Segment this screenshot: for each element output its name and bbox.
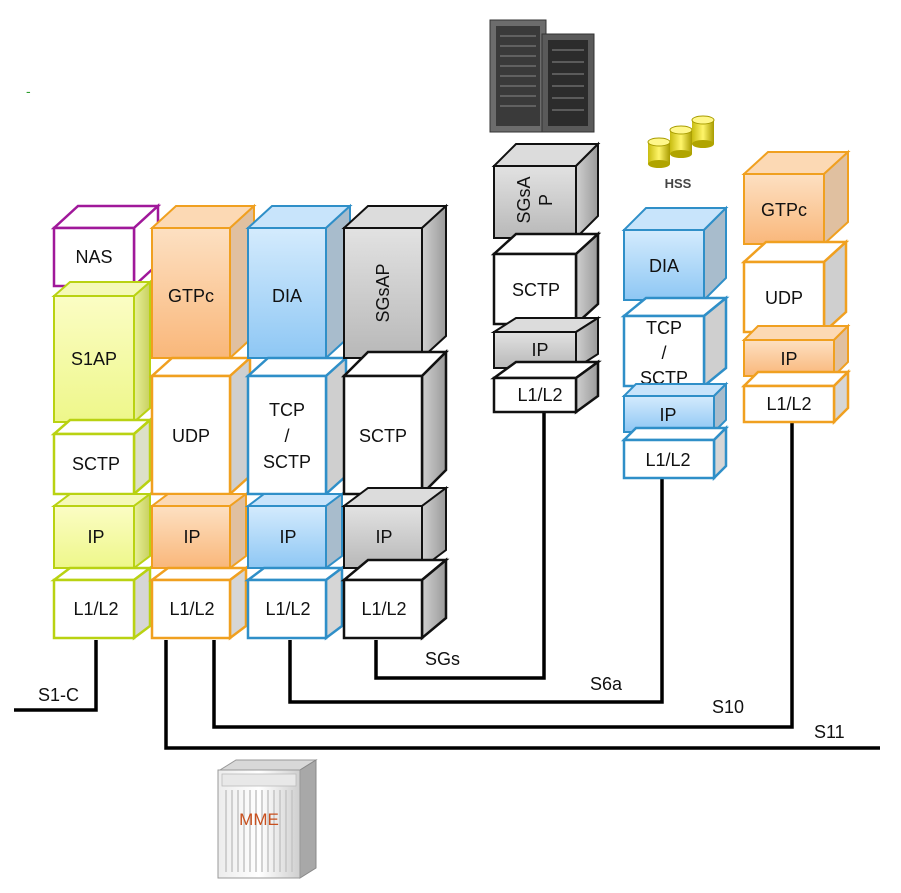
stack-sgsap: SGsAP SCTP IP L1/L2 xyxy=(340,203,450,641)
block-msc-sgsap: SGsA P xyxy=(491,141,601,241)
block-dia-ip: IP xyxy=(245,492,345,570)
nas-label: NAS xyxy=(75,247,112,267)
hss-tcp-slash: / xyxy=(661,343,666,363)
msc-sgsap-label-line2: P xyxy=(536,194,556,206)
hss-tcp-label: TCP xyxy=(646,318,682,338)
mme-label: MME xyxy=(239,810,279,829)
stack-s1c: NAS S1AP SCTP IP L1/L2 xyxy=(50,203,162,641)
stack-hss: DIA TCP / SCTP IP L1/L2 xyxy=(620,205,730,482)
interface-s6a-label: S6a xyxy=(590,674,623,694)
block-gtpc-l1l2: L1/L2 xyxy=(148,565,250,641)
mme-udp-label: UDP xyxy=(172,426,210,446)
mme-dia-ip-label: IP xyxy=(279,527,296,547)
mme-sgsap-label: SGsAP xyxy=(373,263,393,322)
mme-chassis-icon: MME xyxy=(217,759,318,879)
sgs-wire xyxy=(374,413,546,680)
hss-dia-label: DIA xyxy=(649,256,679,276)
hss-l1l2-label: L1/L2 xyxy=(645,450,690,470)
interface-s11-label: S11 xyxy=(814,722,845,742)
mme-gtpc-ip-label: IP xyxy=(183,527,200,547)
block-gtpc-ip: IP xyxy=(149,492,249,570)
block-udp: UDP xyxy=(148,355,254,497)
mme-tcp-sctp-label: SCTP xyxy=(263,452,311,472)
interface-s1c-label: S1-C xyxy=(38,685,79,705)
block-dia-l1l2: L1/L2 xyxy=(244,565,346,641)
sgw-gtpc-label: GTPc xyxy=(761,200,807,220)
s1c-ip-label: IP xyxy=(87,527,104,547)
block-sgw-ip: IP xyxy=(741,323,851,379)
msc-sctp-label: SCTP xyxy=(512,280,560,300)
hss-database-icon xyxy=(647,115,715,168)
stack-msc: SGsA P SCTP IP L1/L2 xyxy=(490,141,602,415)
mme-gtpc-l1l2-label: L1/L2 xyxy=(169,599,214,619)
block-nas: NAS xyxy=(50,203,162,289)
mme-dia-l1l2-label: L1/L2 xyxy=(265,599,310,619)
s1c-sctp-label: SCTP xyxy=(72,454,120,474)
mme-gtpc-label: GTPc xyxy=(168,286,214,306)
stack-sgw: GTPc UDP IP L1/L2 xyxy=(740,149,852,426)
s6a-wire xyxy=(288,478,664,704)
block-sgsap: SGsAP xyxy=(341,203,449,361)
block-gtpc: GTPc xyxy=(149,203,257,361)
block-msc-ip: IP xyxy=(490,316,602,370)
block-dia: DIA xyxy=(245,203,353,361)
sgw-ip-label: IP xyxy=(780,349,797,369)
s1c-l1l2-label: L1/L2 xyxy=(73,599,118,619)
s11-wire xyxy=(164,640,880,750)
green-dash-mark: - xyxy=(26,83,31,99)
block-msc-l1l2: L1/L2 xyxy=(490,359,602,415)
s1c-wire xyxy=(14,640,98,712)
hss-ip-label: IP xyxy=(659,405,676,425)
block-sgsap-sctp: SCTP xyxy=(340,348,450,498)
block-sgw-udp: UDP xyxy=(740,239,850,335)
block-sgw-gtpc: GTPc xyxy=(741,149,851,247)
stack-gtpc: GTPc UDP IP L1/L2 xyxy=(148,203,257,641)
block-sgsap-l1l2: L1/L2 xyxy=(340,557,450,641)
stack-dia: DIA TCP / SCTP IP L1/L2 xyxy=(244,203,353,641)
block-s1c-sctp: SCTP xyxy=(50,417,154,497)
s1ap-label: S1AP xyxy=(71,349,117,369)
hss-label: HSS xyxy=(665,176,692,191)
mme-tcp-label: TCP xyxy=(269,400,305,420)
msc-ip-label: IP xyxy=(531,340,548,360)
interface-s10-label: S10 xyxy=(712,697,744,717)
block-s1ap: S1AP xyxy=(51,279,153,425)
block-hss-ip: IP xyxy=(621,381,729,435)
s10-wire xyxy=(212,422,794,729)
mme-sgsap-ip-label: IP xyxy=(375,527,392,547)
block-hss-tcp-sctp: TCP / SCTP xyxy=(620,295,730,389)
msc-l1l2-label: L1/L2 xyxy=(517,385,562,405)
mme-sgsap-sctp-label: SCTP xyxy=(359,426,407,446)
block-msc-sctp: SCTP xyxy=(490,231,602,327)
block-sgw-l1l2: L1/L2 xyxy=(740,368,852,426)
mme-sgsap-l1l2-label: L1/L2 xyxy=(361,599,406,619)
interface-wires xyxy=(14,413,880,750)
interface-sgs-label: SGs xyxy=(425,649,460,669)
block-s1c-l1l2: L1/L2 xyxy=(50,565,154,641)
block-s1c-ip: IP xyxy=(51,492,153,570)
block-hss-l1l2: L1/L2 xyxy=(620,424,730,482)
msc-sgsap-label-line1: SGsA xyxy=(514,176,534,223)
block-tcp-sctp: TCP / SCTP xyxy=(244,355,350,497)
msc-server-icon xyxy=(489,19,595,133)
block-sgsap-ip: IP xyxy=(341,486,449,570)
mme-dia-label: DIA xyxy=(272,286,302,306)
sgw-udp-label: UDP xyxy=(765,288,803,308)
sgw-l1l2-label: L1/L2 xyxy=(766,394,811,414)
mme-tcp-slash: / xyxy=(284,426,289,446)
block-hss-dia: DIA xyxy=(621,205,729,303)
